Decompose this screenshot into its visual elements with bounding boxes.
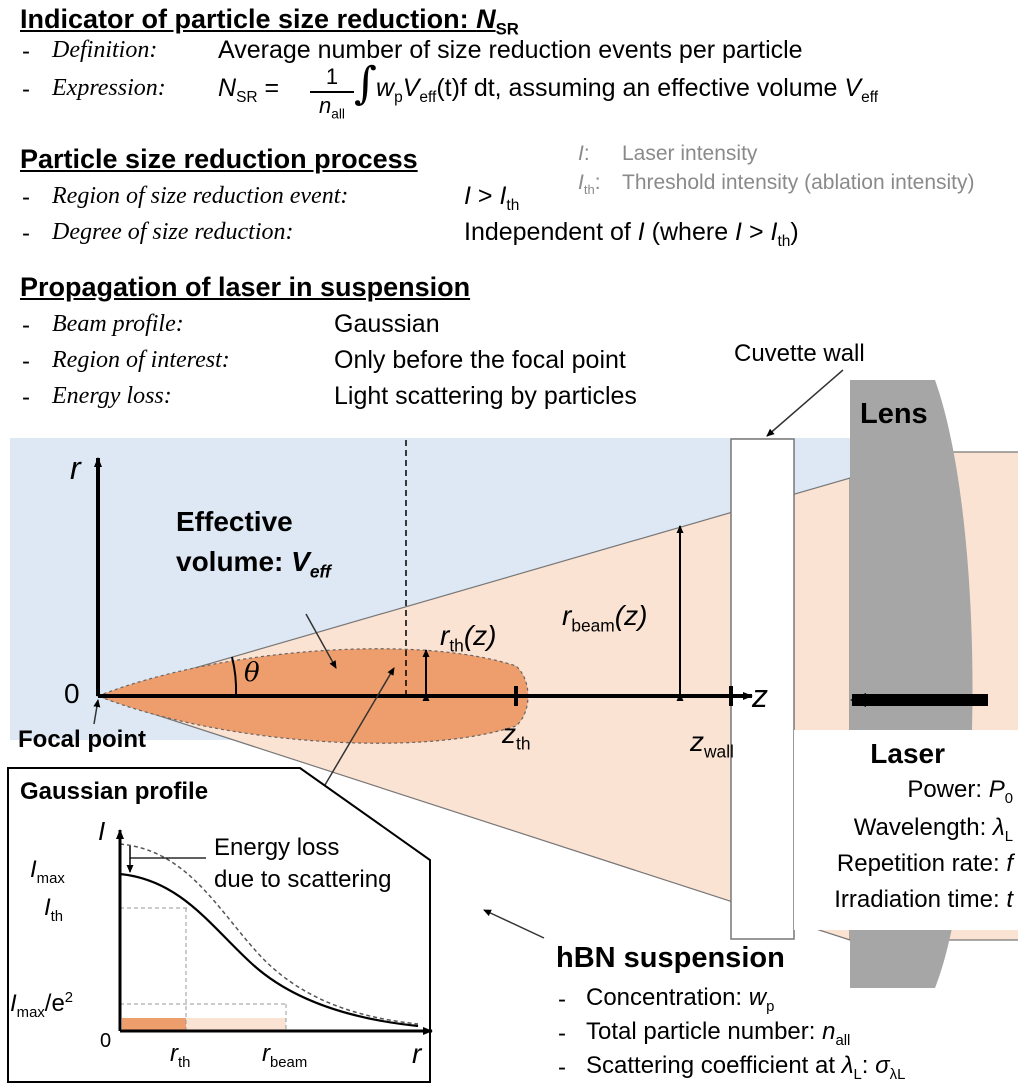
inset-Imax-e2-label: Imax/e2 [10, 990, 74, 1021]
gaussian-curve-actual [119, 872, 419, 1028]
expression-body: wpVeff(t)f dt, assuming an effective vol… [376, 74, 879, 106]
suspension-scattering-coefficient: Scattering coefficient at λL: σλL [586, 1052, 906, 1083]
beam-profile-label: Beam profile: [52, 311, 184, 337]
inset-title: Gaussian profile [20, 778, 209, 805]
suspension-leader-line [483, 909, 545, 939]
cuvette-leader-line [766, 369, 844, 437]
inset-I-axis-label: I [98, 816, 106, 846]
origin-label: 0 [64, 678, 80, 709]
inset-rth-label: rth [170, 1040, 191, 1071]
propagation-heading: Propagation of laser in suspension [20, 272, 471, 302]
list-dash: - [22, 76, 30, 103]
list-dash: - [22, 220, 30, 247]
degree-value: Independent of I (where I > Ith) [464, 218, 799, 250]
effective-volume-label-2: volume: Veff [176, 546, 331, 582]
list-dash: - [22, 312, 30, 339]
cuvette-wall-label: Cuvette wall [734, 340, 865, 367]
list-dash: - [558, 1020, 566, 1047]
legend-I-desc: Laser intensity [622, 142, 758, 165]
definition-value: Average number of size reduction events … [218, 36, 803, 64]
expression-fraction: 1 nall [310, 64, 354, 121]
inset-Imax-label: Imax [30, 856, 65, 887]
region-of-interest-value: Only before the focal point [334, 346, 626, 374]
list-dash: - [22, 184, 30, 211]
inset-fill-rth [122, 1018, 186, 1031]
list-dash: - [22, 348, 30, 375]
effective-volume-leader [305, 613, 337, 669]
region-of-interest-label: Region of interest: [52, 347, 230, 373]
gaussian-inset-frame [7, 767, 431, 1083]
laser-wavelength: Wavelength: λL [853, 814, 1013, 845]
inset-rbeam-label: rbeam [262, 1040, 308, 1071]
integral-sign: ∫ [354, 58, 377, 109]
legend-Ith: Ith: [578, 171, 601, 198]
inset-Ith-label: Ith [44, 894, 64, 925]
inset-energy-loss-label-1: Energy loss [214, 834, 340, 861]
inset-energy-loss-label-2: due to scattering [214, 866, 392, 893]
energy-loss-label: Energy loss: [52, 383, 172, 409]
legend-Ith-desc: Threshold intensity (ablation intensity) [622, 171, 975, 194]
gaussian-leader-line [321, 667, 395, 791]
laser-repetition-rate: Repetition rate: f [836, 850, 1013, 877]
region-label: Region of size reduction event: [52, 183, 349, 209]
inset-origin-label: 0 [100, 1030, 112, 1052]
lens-label: Lens [860, 398, 928, 430]
zth-label: zth [502, 718, 531, 754]
theta-arc [231, 656, 238, 697]
r-axis-label: r [70, 450, 81, 486]
list-dash: - [22, 38, 30, 65]
list-dash: - [22, 384, 30, 411]
indicator-heading: Indicator of particle size reduction: NS… [20, 4, 519, 39]
legend-I: I: [578, 142, 590, 165]
gaussian-curve-lossless [119, 843, 419, 1025]
suspension-concentration: Concentration: wp [586, 984, 775, 1015]
theta-label: θ [244, 658, 260, 688]
beam-profile-value: Gaussian [334, 310, 440, 338]
expression-formula: NSR = [218, 74, 280, 106]
inset-r-axis-label: r [412, 1038, 422, 1069]
focal-point-label: Focal point [18, 726, 146, 753]
inset-fill-rbeam [186, 1018, 286, 1031]
effective-volume-label-1: Effective [176, 506, 293, 537]
cuvette-wall [730, 438, 795, 940]
laser-info-box [794, 730, 1025, 930]
degree-label: Degree of size reduction: [52, 219, 294, 245]
suspension-title: hBN suspension [556, 942, 785, 974]
z-axis-label: z [752, 678, 768, 714]
laser-irradiation-time: Irradiation time: t [834, 886, 1013, 913]
rth-label: rth(z) [440, 620, 497, 656]
list-dash: - [558, 1054, 566, 1081]
region-value: I > Ith [464, 182, 520, 214]
definition-label: Definition: [52, 37, 158, 63]
process-heading: Particle size reduction process [20, 144, 418, 174]
energy-loss-value: Light scattering by particles [334, 382, 637, 410]
zwall-label: zwall [690, 726, 734, 762]
rbeam-label: rbeam(z) [562, 600, 648, 636]
laser-power: Power: P0 [907, 776, 1013, 807]
focal-point-leader-line [93, 699, 101, 725]
suspension-particle-number: Total particle number: nall [586, 1018, 851, 1049]
expression-label: Expression: [52, 75, 166, 101]
laser-title: Laser [870, 738, 945, 769]
list-dash: - [558, 986, 566, 1013]
